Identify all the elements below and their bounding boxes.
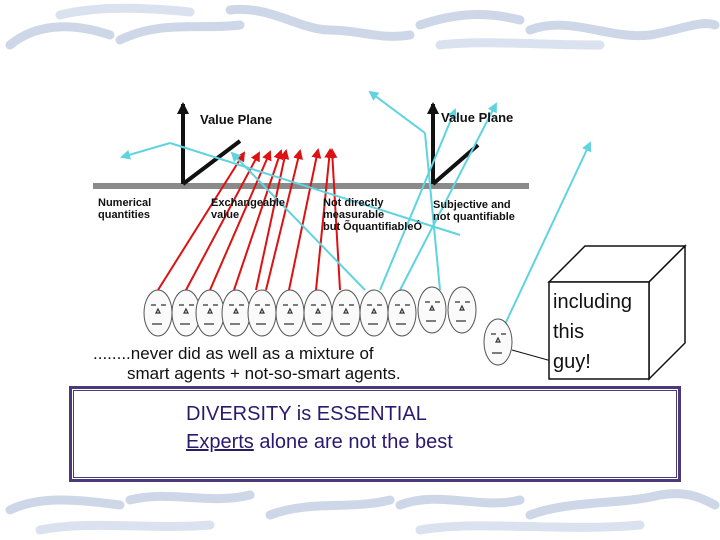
category-not-directly-measurable: Not directly measurable but Õquantifiabl… <box>323 197 422 233</box>
caption-line-2: smart agents + not-so-smart agents. <box>127 364 401 383</box>
red-arrows <box>157 148 341 291</box>
summary-line-2: Experts alone are not the best <box>186 428 453 456</box>
category-exchangeable: Exchangeable value <box>211 197 285 221</box>
summary-line-2-rest: alone are not the best <box>253 431 453 453</box>
category-numerical: Numerical quantities <box>98 197 152 221</box>
value-plane-right-label: Value Plane <box>441 110 514 125</box>
caption-line-1: ........never did as well as a mixture o… <box>93 344 374 363</box>
summary-text: DIVERSITY is ESSENTIAL Experts alone are… <box>186 400 453 456</box>
top-decoration <box>5 3 720 50</box>
cyan-arrows <box>120 90 592 336</box>
summary-line-1: DIVERSITY is ESSENTIAL <box>186 403 427 425</box>
summary-box <box>69 386 681 482</box>
caption: ........never did as well as a mixture o… <box>93 344 401 384</box>
summary-box-inner-border <box>73 390 677 478</box>
value-plane-left-label: Value Plane <box>200 112 273 127</box>
callout-pointer <box>511 349 556 363</box>
agent-faces <box>151 301 506 354</box>
callout-cube <box>547 244 687 381</box>
bottom-decoration <box>5 489 720 535</box>
callout-text: including this guy! <box>553 291 632 373</box>
category-subjective: Subjective and not quantifiable <box>433 199 515 223</box>
summary-experts-word: Experts <box>186 431 254 453</box>
